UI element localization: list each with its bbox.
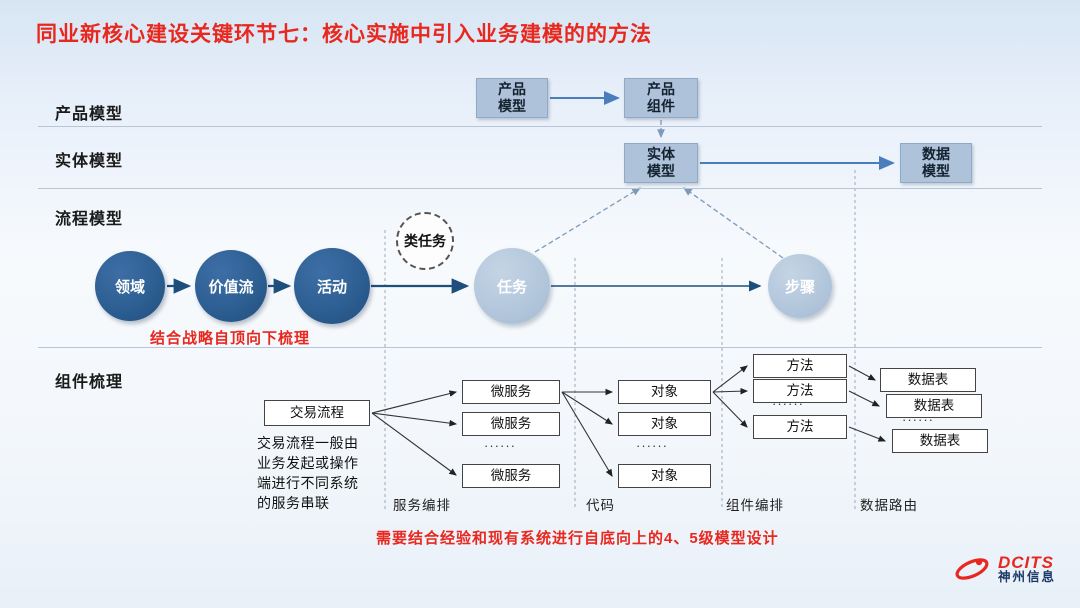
entity-model-box: 实体 模型 xyxy=(624,143,698,183)
activity-circle: 活动 xyxy=(294,248,370,324)
vertical-dashed-separators xyxy=(384,170,856,510)
data-table-box-1: 数据表 xyxy=(880,368,976,392)
domain-circle: 领域 xyxy=(95,251,165,321)
dashed-derivation-links xyxy=(534,120,784,259)
value-stream-circle: 价值流 xyxy=(195,250,267,322)
data-model-box: 数据 模型 xyxy=(900,143,972,183)
method-box-3: 方法 xyxy=(753,415,847,439)
product-component-box: 产品 组件 xyxy=(624,78,698,118)
microservice-box-3: 微服务 xyxy=(462,464,560,488)
object-box-1: 对象 xyxy=(618,380,711,404)
row-label-process-model: 流程模型 xyxy=(55,211,124,228)
model-row-arrows xyxy=(550,91,895,170)
row-divider xyxy=(38,126,1042,127)
page-title: 同业新核心建设关键环节七：核心实施中引入业务建模的的方法 xyxy=(36,23,652,46)
row-divider xyxy=(38,347,1042,348)
method-ellipsis: ······ xyxy=(772,396,804,411)
section-label-code: 代码 xyxy=(586,498,615,513)
section-label-data-routing: 数据路由 xyxy=(860,498,918,513)
row-divider xyxy=(38,188,1042,189)
row-label-product-model: 产品模型 xyxy=(55,106,124,123)
microservice-box-1: 微服务 xyxy=(462,380,560,404)
object-box-3: 对象 xyxy=(618,464,711,488)
logo-company-text: 神州信息 xyxy=(998,570,1057,585)
section-label-service-orchestration: 服务编排 xyxy=(393,498,451,513)
logo-brand-text: DCITS xyxy=(998,552,1054,572)
transaction-flow-description: 交易流程一般由 业务发起或操作 端进行不同系统 的服务串联 xyxy=(257,435,359,511)
section-label-component-orchestration: 组件编排 xyxy=(726,498,784,513)
data-table-box-3: 数据表 xyxy=(892,429,988,453)
method-box-2: 方法 xyxy=(753,379,847,403)
bottom-up-note: 需要结合经验和现有系统进行自底向上的4、5级模型设计 xyxy=(376,530,779,547)
object-box-2: 对象 xyxy=(618,412,711,436)
product-model-box: 产品 模型 xyxy=(476,78,548,118)
transaction-flow-box: 交易流程 xyxy=(264,400,370,426)
microservice-box-2: 微服务 xyxy=(462,412,560,436)
row-label-component: 组件梳理 xyxy=(55,374,124,391)
top-down-note: 结合战略自顶向下梳理 xyxy=(150,330,311,347)
task-class-circle: 类任务 xyxy=(396,212,454,270)
dcits-logo: DCITS 神州信息 xyxy=(952,552,1056,586)
task-circle: 任务 xyxy=(474,248,550,324)
component-fan-arrows xyxy=(371,365,887,477)
dcits-swoosh-icon xyxy=(955,558,989,580)
microservice-ellipsis: ······ xyxy=(484,438,516,453)
step-circle: 步骤 xyxy=(768,254,832,318)
data-table-ellipsis: ······ xyxy=(902,412,934,427)
row-label-entity-model: 实体模型 xyxy=(55,153,124,170)
method-box-1: 方法 xyxy=(753,354,847,378)
object-ellipsis: ······ xyxy=(636,438,668,453)
data-table-box-2: 数据表 xyxy=(886,394,982,418)
